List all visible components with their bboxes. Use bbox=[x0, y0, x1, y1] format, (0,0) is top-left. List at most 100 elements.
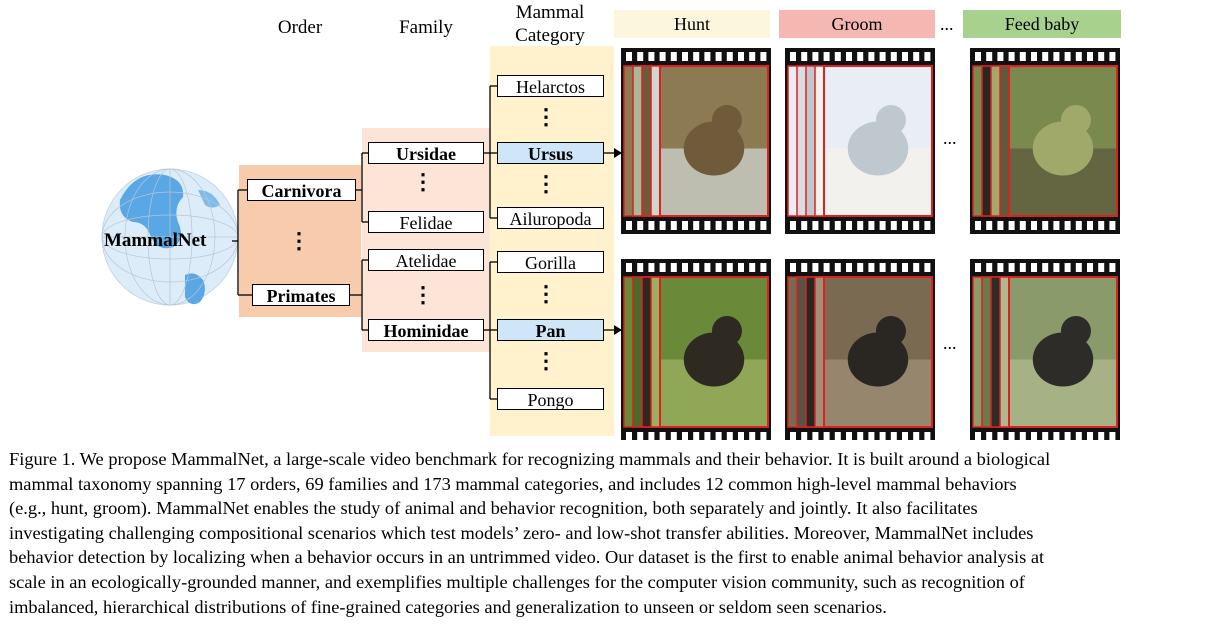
sprocket-hole bbox=[1053, 432, 1060, 440]
sprocket-hole bbox=[834, 432, 841, 440]
sprocket-hole bbox=[902, 432, 908, 440]
sprocket-hole bbox=[924, 221, 931, 230]
sprocket-hole bbox=[715, 221, 722, 230]
sprocket-hole bbox=[1098, 432, 1105, 440]
sprocket-hole bbox=[738, 221, 744, 230]
animal-head bbox=[711, 105, 742, 135]
sprocket-hole bbox=[924, 52, 931, 61]
caption-line: investigating challenging compositional … bbox=[9, 522, 1034, 543]
sprocket-hole bbox=[1019, 432, 1026, 440]
sprocket-hole bbox=[738, 263, 744, 272]
sprocket-hole bbox=[975, 432, 981, 440]
sprocket-hole bbox=[812, 432, 819, 440]
sprocket-hole bbox=[846, 263, 852, 272]
sprocket-hole bbox=[823, 263, 830, 272]
family-header: Family bbox=[399, 17, 453, 38]
sprocket-hole bbox=[1053, 52, 1060, 61]
sprocket-hole bbox=[693, 52, 700, 61]
sprocket-hole bbox=[1109, 432, 1116, 440]
row2-ellipsis: ... bbox=[943, 333, 957, 353]
category-ursus: Ursus bbox=[497, 142, 604, 164]
sprocket-hole bbox=[659, 221, 666, 230]
sprocket-hole bbox=[626, 52, 632, 61]
sprocket-hole bbox=[1031, 263, 1037, 272]
sprocket-hole bbox=[1075, 52, 1082, 61]
behavior-label-feed-baby: Feed baby bbox=[963, 10, 1121, 38]
sprocket-hole bbox=[975, 52, 981, 61]
taxonomy-tree-svg bbox=[101, 85, 622, 400]
category-ailuropoda: Ailuropoda bbox=[497, 207, 604, 229]
sprocket-hole bbox=[801, 432, 808, 440]
family-column-bg bbox=[362, 128, 490, 352]
video-film-strips bbox=[621, 48, 1120, 440]
animal-head bbox=[875, 316, 906, 346]
sprocket-hole bbox=[1042, 432, 1049, 440]
sprocket-hole bbox=[749, 263, 756, 272]
sprocket-hole bbox=[1019, 221, 1026, 230]
sprocket-hole bbox=[1042, 263, 1049, 272]
sprocket-hole bbox=[1064, 52, 1071, 61]
sprocket-hole bbox=[790, 432, 796, 440]
sprocket-hole bbox=[682, 221, 688, 230]
category-gorilla: Gorilla bbox=[497, 251, 604, 273]
animal-silhouette bbox=[683, 332, 745, 387]
sprocket-hole bbox=[1008, 263, 1015, 272]
animal-silhouette bbox=[847, 332, 909, 387]
sprocket-hole bbox=[670, 52, 677, 61]
sprocket-hole bbox=[812, 52, 819, 61]
film-strip bbox=[621, 48, 771, 234]
sprocket-hole bbox=[913, 221, 920, 230]
sprocket-hole bbox=[834, 221, 841, 230]
sprocket-hole bbox=[997, 432, 1004, 440]
sprocket-hole bbox=[749, 221, 756, 230]
film-strip bbox=[785, 259, 935, 440]
sprocket-hole bbox=[726, 221, 733, 230]
family-felidae: Felidae bbox=[368, 211, 484, 233]
sprocket-hole bbox=[1087, 52, 1093, 61]
sprocket-hole bbox=[1098, 263, 1105, 272]
sprocket-hole bbox=[801, 221, 808, 230]
sprocket-hole bbox=[626, 263, 632, 272]
caption-line: Figure 1. We propose MammalNet, a large-… bbox=[9, 449, 1051, 469]
sprocket-hole bbox=[726, 432, 733, 440]
sprocket-hole bbox=[1098, 221, 1105, 230]
sprocket-hole bbox=[823, 221, 830, 230]
sprocket-hole bbox=[648, 221, 655, 230]
sprocket-hole bbox=[648, 52, 655, 61]
sprocket-hole bbox=[682, 52, 688, 61]
sprocket-hole bbox=[986, 263, 993, 272]
root-label: MammalNet bbox=[104, 230, 207, 251]
sprocket-hole bbox=[1053, 263, 1060, 272]
sprocket-hole bbox=[693, 221, 700, 230]
category-header-line1: Mammal bbox=[515, 2, 585, 23]
family-atelidae: Atelidae bbox=[368, 249, 484, 271]
sprocket-hole bbox=[726, 263, 733, 272]
sprocket-hole bbox=[637, 432, 644, 440]
sprocket-hole bbox=[902, 52, 908, 61]
sprocket-hole bbox=[715, 263, 722, 272]
sprocket-hole bbox=[760, 432, 767, 440]
sprocket-hole bbox=[823, 432, 830, 440]
sprocket-hole bbox=[738, 52, 744, 61]
film-strip bbox=[970, 259, 1120, 440]
sprocket-hole bbox=[890, 52, 897, 61]
sprocket-hole bbox=[749, 432, 756, 440]
sprocket-hole bbox=[868, 221, 875, 230]
sprocket-hole bbox=[1109, 52, 1116, 61]
film-strip bbox=[970, 48, 1120, 234]
category-column-bg bbox=[490, 46, 614, 436]
sprocket-hole bbox=[890, 221, 897, 230]
sprocket-hole bbox=[902, 221, 908, 230]
sprocket-hole bbox=[738, 432, 744, 440]
sprocket-hole bbox=[1031, 52, 1037, 61]
behavior-label-hunt: Hunt bbox=[614, 10, 770, 38]
sprocket-hole bbox=[1019, 263, 1026, 272]
sprocket-hole bbox=[812, 221, 819, 230]
row1-ellipsis: ... bbox=[943, 128, 957, 148]
sprocket-hole bbox=[670, 263, 677, 272]
family-hominidae: Hominidae bbox=[368, 319, 484, 341]
sprocket-hole bbox=[997, 263, 1004, 272]
category-pongo: Pongo bbox=[497, 388, 604, 410]
sprocket-hole bbox=[704, 52, 711, 61]
animal-silhouette bbox=[683, 121, 745, 176]
